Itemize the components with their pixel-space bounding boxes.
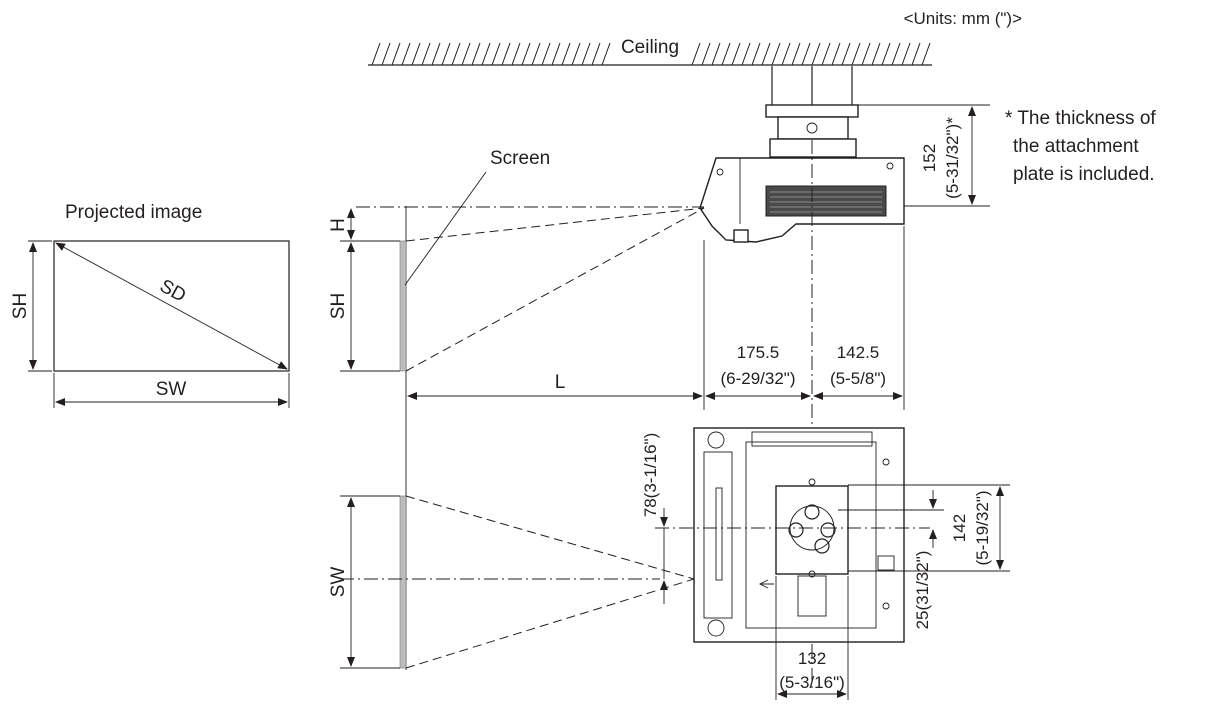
projector-top-tab [797,575,827,617]
vent-grille [770,191,882,213]
screen-label: Screen [490,148,550,169]
mount-plate-hole [788,522,804,538]
note-line-1: * The thickness of [1005,108,1156,129]
sw-label-left: SW [156,379,187,400]
projected-image-label: Projected image [65,202,202,223]
screen-top-view: SW [328,495,695,669]
projector-top-view [693,427,905,643]
sd-label: SD [156,276,189,307]
screen-side-view: Screen H SH [328,148,705,670]
ceiling-hatching [371,42,931,66]
screen-side [399,240,407,372]
projector-top-port [877,555,895,571]
sh-label-left: SH [10,293,31,319]
mount-bolt [806,122,818,134]
dim-142-value: 142 [950,514,969,542]
projector-vent [765,185,887,217]
mount-plate-hole [804,504,820,520]
projector-screw [882,602,890,610]
projector-screw [882,458,890,466]
h-label: H [328,218,349,232]
dim-175-inches: (6-29/32") [720,369,795,388]
mount-bracket [777,116,849,140]
dim-175-value: 175.5 [737,343,780,362]
mount-base [769,138,857,158]
attachment-plate [765,104,859,118]
dim-78: 78(3-1/16") [641,433,930,604]
projector-top-lid [751,431,873,447]
dim-142-inches: (5-19/32") [973,490,992,565]
sw-label-top: SW [328,567,349,598]
projected-image-frame [53,240,290,372]
projector-top-cover [745,441,877,629]
note-line-3: plate is included. [1013,164,1155,185]
thickness-note: * The thickness of the attachment plate … [1005,108,1156,185]
projector-top-slot [715,487,723,581]
ceiling-label: Ceiling [621,37,679,58]
note-line-2: the attachment [1013,136,1139,157]
projector-screw [716,168,724,176]
distance-dimensions: L 175.5 (6-29/32") 142.5 (5-5/8") [407,226,905,410]
units-label: <Units: mm (")> [904,9,1023,28]
dim-142-25: 142 (5-19/32") 25(31/32") [838,484,1010,630]
projector-top-foot [707,619,725,637]
dim-78-value: 78(3-1/16") [641,433,660,517]
projector-top-foot [707,431,725,449]
projector-foot [733,229,749,243]
l-label: L [555,372,566,393]
sd-diagonal [55,242,288,370]
dim-132-value: 132 [798,649,826,668]
mount-plate-hole [814,538,830,554]
dim-142-5-value: 142.5 [837,343,880,362]
mount-plate-hole [820,522,836,538]
ceiling: Ceiling [368,37,932,66]
projector-screw [886,162,894,170]
projection-ray-top [405,495,695,580]
projected-image-diagram: Projected image SD SH SW [10,202,290,408]
screen-leader [404,171,487,286]
projector-side-view [699,66,905,243]
direction-arrow-icon [758,579,774,589]
projection-ray [405,207,705,242]
mount-plate-top [775,485,849,575]
dim-132: 132 (5-3/16") [775,576,849,700]
dim-142-5-inches: (5-5/8") [830,369,886,388]
dim-25-value: 25(31/32") [913,551,932,630]
projection-ray-top [405,578,695,669]
mount-screw [808,570,816,578]
projector-top-side-panel [703,451,733,619]
dim-152: 152 (5-31/32")* [858,104,990,207]
dim-152-value: 152 [920,144,939,172]
screen-top [399,495,407,669]
mount-screw [808,478,816,486]
dim-152-inches: (5-31/32")* [943,117,962,199]
sh-label-side: SH [328,293,349,319]
projection-ray [405,207,705,372]
dim-132-inches: (5-3/16") [779,673,845,692]
